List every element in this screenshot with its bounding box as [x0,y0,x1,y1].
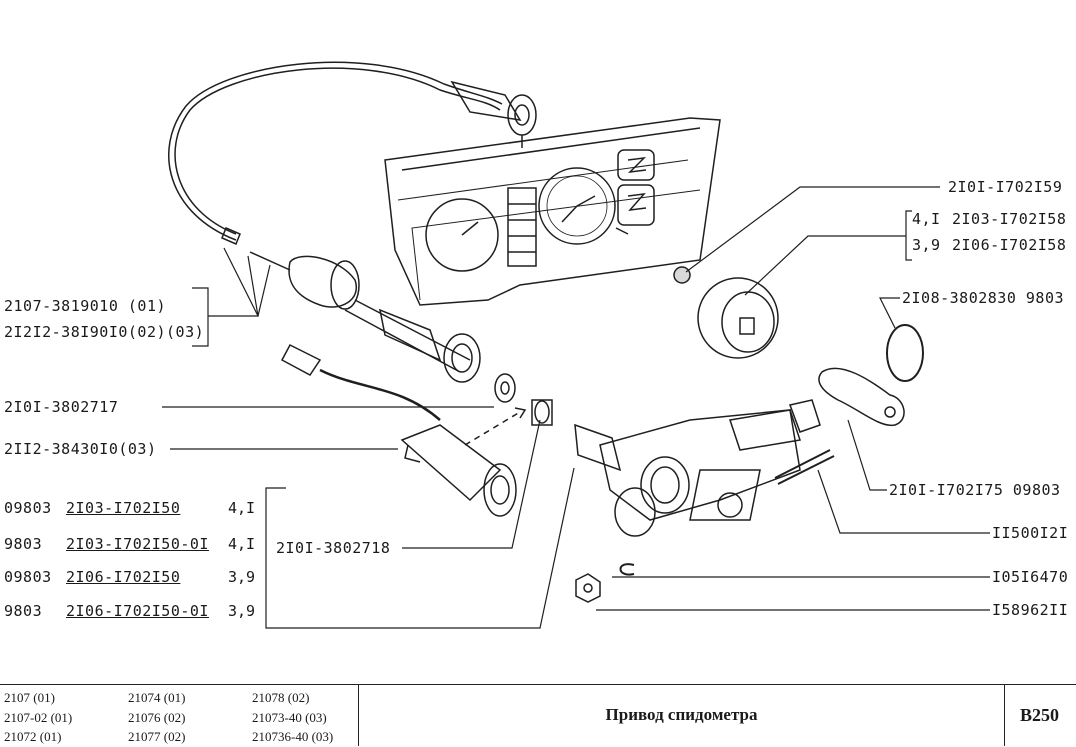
cable-lower-end [249,251,481,383]
gear-qty: 3,9 [912,236,941,254]
drive-row-qty: 3,9 [228,568,256,586]
model-code: 2107-02 (01) [4,710,73,725]
o-ring [886,324,924,382]
model-code: 21077 (02) [128,729,186,744]
model-code: 210736-40 (03) [252,729,334,744]
drive-row-qty: 4,I [228,499,256,517]
footer [0,684,1076,747]
model-code: 21078 (02) [252,690,310,705]
gear-part: 2I03-I702I58 [952,210,1067,228]
washer-hole [500,381,510,395]
drive-row-part: 2I03-I702I50 [66,499,181,517]
speed-sensor [280,344,517,517]
stud [774,449,835,485]
model-code: 21073-40 (03) [252,710,327,725]
gear-qty: 4,I [912,210,941,228]
drive-row-prefix: 09803 [4,568,52,586]
gear [697,277,779,359]
drive-row-part: 2I03-I702I50-0I [66,535,209,553]
drive-row-prefix: 9803 [4,602,43,620]
drive-housing [574,399,821,537]
drive-row-part: 2I06-I702I50-0I [66,602,209,620]
bushing-label: 2I0I-3802718 [276,539,391,557]
washer-label: 2I0I-3802717 [4,398,119,416]
drive-row-qty: 3,9 [228,602,256,620]
drive-row-part: 2I06-I702I50 [66,568,181,586]
cable-code-2: 2I2I2-38I90I0(02)(03) [4,323,205,341]
instrument-cluster [384,117,721,306]
nut [575,573,601,603]
clip-label: I05I6470 [992,568,1069,586]
drive-row-prefix: 9803 [4,535,43,553]
bushing [531,399,553,426]
clip [619,563,635,576]
model-code: 21072 (01) [4,729,62,744]
page-code: B250 [1019,704,1059,725]
leader-lines [162,186,990,629]
ball-label: 2I0I-I702I59 [948,178,1063,196]
sensor-label: 2II2-38430I0(03) [4,440,157,458]
speedometer-cable [168,61,537,245]
drive-row-qty: 4,I [228,535,256,553]
washer [494,373,516,403]
stud-label: II500I2I [992,524,1069,542]
nut-label: I58962II [992,601,1069,619]
ball [673,266,691,284]
cable-code-1: 2107-3819010 (01) [4,297,167,315]
model-code: 2107 (01) [4,690,55,705]
oring-label: 2I08-3802830 9803 [902,289,1065,307]
plate-label: 2I0I-I702I75 09803 [889,481,1061,499]
gear-part: 2I06-I702I58 [952,236,1067,254]
drive-row-prefix: 09803 [4,499,52,517]
page-title: Привод спидометра [358,684,1005,746]
mounting-plate [818,367,905,427]
model-code: 21076 (02) [128,710,186,725]
model-code: 21074 (01) [128,690,186,705]
